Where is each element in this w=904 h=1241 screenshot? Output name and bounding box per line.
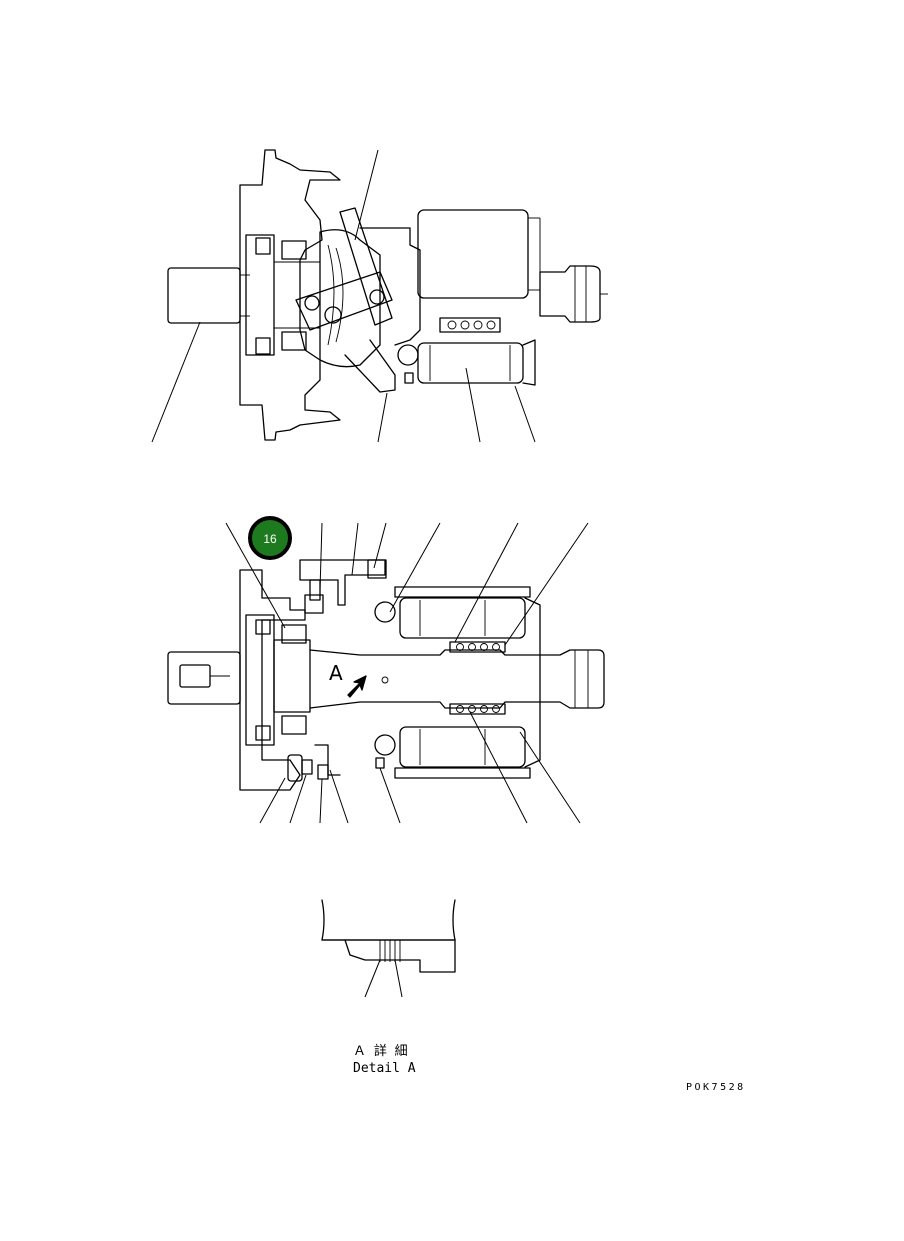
- section-view-assembly: [167, 522, 605, 824]
- detail-title-jp: Ａ 詳 細: [353, 1043, 408, 1059]
- top-view-assembly: [151, 149, 608, 443]
- badge-label: 16: [263, 532, 277, 546]
- badge-circle: [248, 516, 292, 560]
- view-a-marker: A: [329, 661, 343, 685]
- detail-title-en: Detail A: [353, 1061, 416, 1076]
- drawing-code: POK7528: [686, 1082, 746, 1093]
- callout-badge-16[interactable]: 16: [248, 516, 292, 560]
- detail-a-view: Ａ 詳 細 Detail A: [321, 899, 456, 1076]
